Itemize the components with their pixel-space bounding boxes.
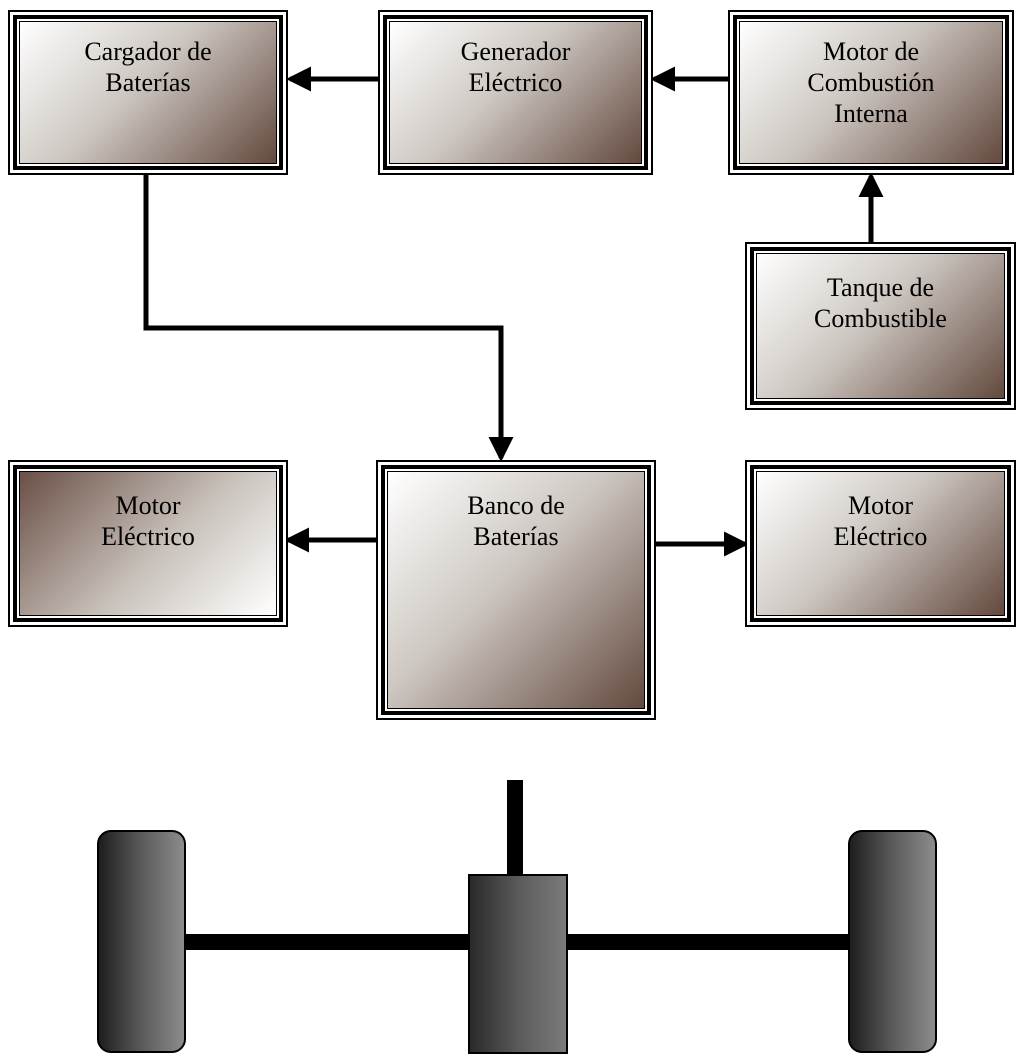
axle-right xyxy=(566,934,850,950)
wheel-left xyxy=(97,830,186,1053)
battery-charger-block: Cargador de Baterías xyxy=(8,10,288,175)
wheel-right xyxy=(848,830,937,1053)
combustion-engine-block: Motor de Combustión Interna xyxy=(728,10,1014,175)
arrow-charger-to-bank xyxy=(143,175,514,463)
drive-shaft xyxy=(507,780,523,874)
electric-generator-label: Generador Eléctrico xyxy=(460,37,571,97)
electric-motor-left-block: Motor Eléctrico xyxy=(8,460,288,627)
fuel-tank-block: Tanque de Combustible xyxy=(745,242,1016,410)
battery-charger-label: Cargador de Baterías xyxy=(84,37,212,97)
fuel-tank-label: Tanque de Combustible xyxy=(814,273,947,333)
electric-motor-right-label: Motor Eléctrico xyxy=(833,491,928,551)
axle-left xyxy=(184,934,472,950)
battery-bank-block: Banco de Baterías xyxy=(376,460,656,720)
electric-generator-block: Generador Eléctrico xyxy=(378,10,653,175)
differential xyxy=(468,874,568,1054)
battery-bank-label: Banco de Baterías xyxy=(467,491,565,551)
electric-motor-right-block: Motor Eléctrico xyxy=(745,460,1016,627)
combustion-engine-label: Motor de Combustión Interna xyxy=(807,37,935,128)
electric-motor-left-label: Motor Eléctrico xyxy=(101,491,195,551)
